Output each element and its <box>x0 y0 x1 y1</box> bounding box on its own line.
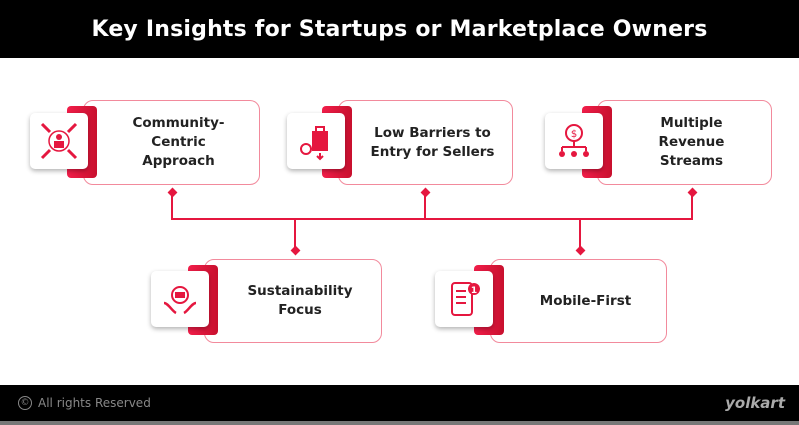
revenue-streams-icon: $ <box>545 113 603 169</box>
connector-node <box>167 187 178 198</box>
connector <box>691 193 693 219</box>
connector <box>294 218 296 250</box>
card-label: Mobile-First <box>539 292 632 309</box>
svg-text:1: 1 <box>471 286 477 296</box>
connector <box>579 218 581 250</box>
community-icon <box>30 113 88 169</box>
card-label: Multiple Revenue Streams <box>658 115 725 169</box>
card-sustainability: Sustainability Focus <box>204 259 382 343</box>
svg-text:$: $ <box>571 129 577 140</box>
copyright-icon: © <box>18 396 32 410</box>
card-low-barriers: Low Barriers to Entry for Sellers <box>338 100 513 185</box>
card-label: Community-Centric Approach <box>132 115 225 169</box>
sustainability-icon <box>151 271 209 327</box>
card-label: Sustainability Focus <box>247 283 353 318</box>
card-mobile-first: Mobile-First <box>490 259 667 343</box>
copyright-text: All rights Reserved <box>38 396 151 410</box>
card-revenue: Multiple Revenue Streams <box>597 100 772 185</box>
footer: © All rights Reserved yolkart <box>0 385 799 421</box>
connector-node <box>420 187 431 198</box>
bottom-border <box>0 421 799 425</box>
header: Key Insights for Startups or Marketplace… <box>0 0 799 58</box>
brand-logo: yolkart <box>725 394 785 412</box>
connector-node <box>575 245 586 256</box>
page-title: Key Insights for Startups or Marketplace… <box>91 16 708 42</box>
copyright: © All rights Reserved <box>18 396 151 410</box>
connector <box>171 193 173 219</box>
connector <box>171 218 693 220</box>
card-community: Community-Centric Approach <box>83 100 260 185</box>
connector-node <box>290 245 301 256</box>
shopping-bag-icon <box>287 113 345 169</box>
connector-node <box>687 187 698 198</box>
connector <box>424 193 426 219</box>
mobile-icon: 1 <box>435 271 493 327</box>
card-label: Low Barriers to Entry for Sellers <box>370 124 495 160</box>
